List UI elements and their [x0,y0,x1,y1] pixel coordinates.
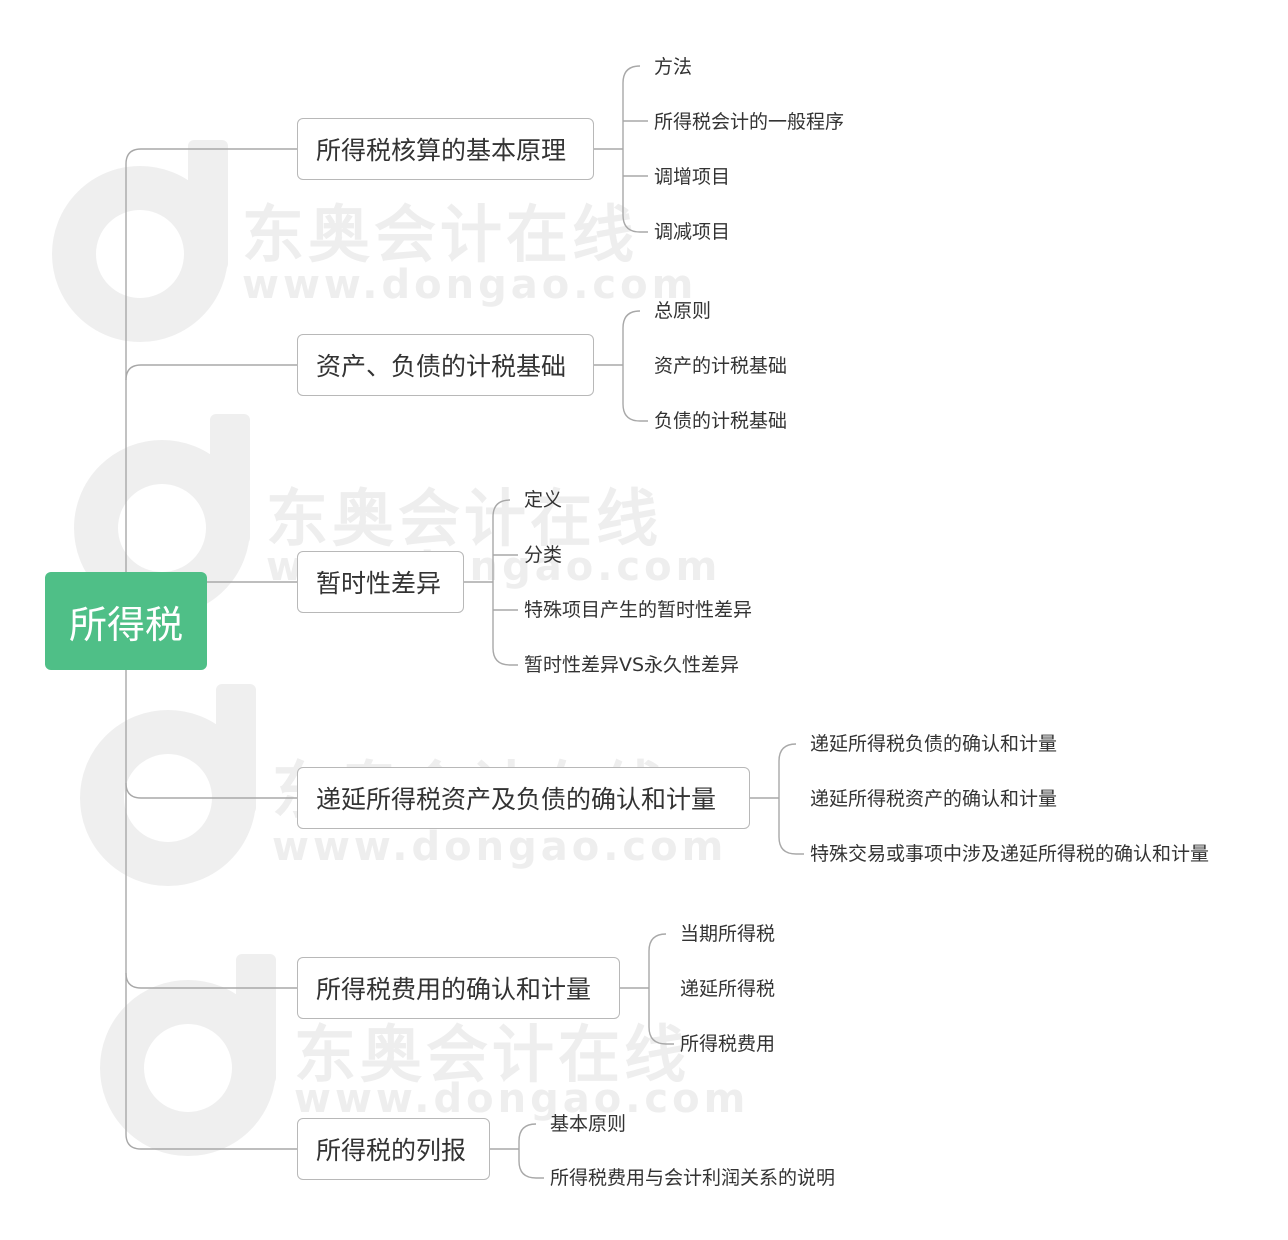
connector-root-branch-5 [125,972,297,989]
leaf-topic[interactable]: 递延所得税资产的确认和计量 [810,788,1058,810]
connector-branch-1-children [622,65,648,233]
leaf-topic[interactable]: 方法 [654,56,693,78]
leaf-topic[interactable]: 递延所得税 [680,978,776,1000]
connector-root-branch-2 [125,364,297,381]
leaf-topic[interactable]: 调减项目 [654,221,731,243]
branch-topic-tax-basis[interactable]: 资产、负债的计税基础 [297,334,594,396]
leaf-topic[interactable]: 资产的计税基础 [654,355,788,377]
leaf-topic[interactable]: 定义 [524,489,563,511]
leaf-topic[interactable]: 特殊项目产生的暂时性差异 [524,599,753,621]
leaf-topic[interactable]: 基本原则 [550,1113,627,1135]
branch-topic-tax-expense[interactable]: 所得税费用的确认和计量 [297,957,620,1019]
leaf-topic[interactable]: 特殊交易或事项中涉及递延所得税的确认和计量 [810,843,1210,865]
root-topic[interactable]: 所得税 [45,572,207,670]
leaf-topic[interactable]: 调增项目 [654,166,731,188]
branch-topic-temporary-difference[interactable]: 暂时性差异 [297,551,464,613]
leaf-topic[interactable]: 递延所得税负债的确认和计量 [810,733,1058,755]
leaf-topic[interactable]: 所得税费用 [680,1033,776,1055]
connector-branch-5-children [648,933,674,1045]
connector-branch-3-children [492,499,518,666]
leaf-topic[interactable]: 负债的计税基础 [654,410,788,432]
leaf-topic[interactable]: 总原则 [654,300,712,322]
connector-root-branch-4 [125,782,297,799]
connector-branch-2-children [622,310,648,422]
branch-topic-presentation[interactable]: 所得税的列报 [297,1118,490,1180]
connector-root-trunk [125,148,297,572]
branch-topic-deferred-tax[interactable]: 递延所得税资产及负债的确认和计量 [297,767,750,829]
leaf-topic[interactable]: 暂时性差异VS永久性差异 [524,654,740,676]
leaf-topic[interactable]: 当期所得税 [680,923,776,945]
branch-topic-basic-principles[interactable]: 所得税核算的基本原理 [297,118,594,180]
leaf-topic[interactable]: 所得税会计的一般程序 [654,111,845,133]
connector-branch-4-children [778,743,804,855]
leaf-topic[interactable]: 分类 [524,544,563,566]
connector-branch-6-children [518,1123,544,1179]
leaf-topic[interactable]: 所得税费用与会计利润关系的说明 [550,1167,836,1189]
connector-root-trunk [125,670,297,1150]
